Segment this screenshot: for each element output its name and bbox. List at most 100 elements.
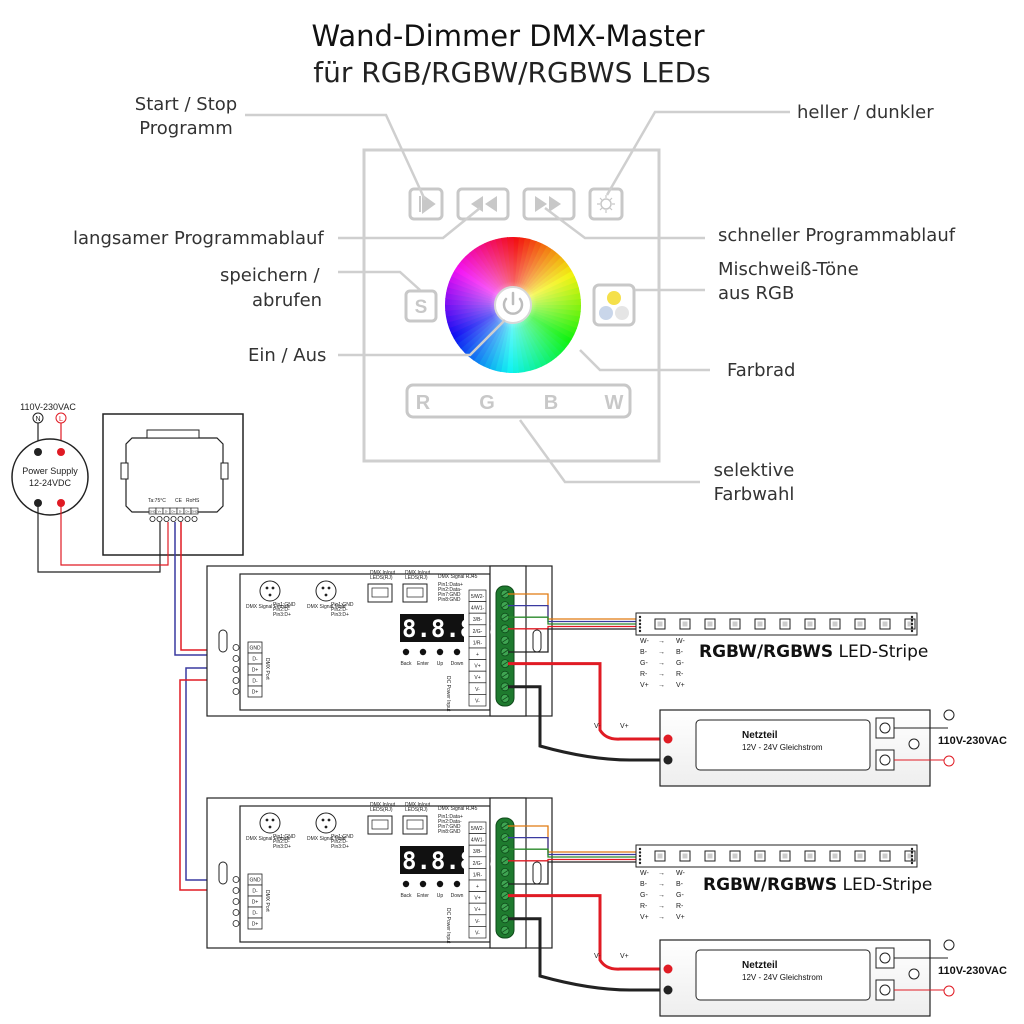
- screw-slot: [501, 638, 509, 643]
- b-button[interactable]: B: [544, 392, 558, 414]
- dmx-terminal-label: D+: [252, 690, 259, 696]
- strip-pin-right: G-: [676, 892, 684, 899]
- rewind-button[interactable]: [456, 187, 510, 221]
- g-button[interactable]: G: [479, 392, 495, 414]
- strip-wire: [508, 861, 636, 885]
- rj45-title: DMX In/out: [405, 570, 431, 576]
- pinout-label: Pin3:D+: [331, 844, 349, 850]
- dmx-port-label: DMX Port: [264, 658, 270, 680]
- screw-slot: [501, 881, 509, 887]
- color-wheel[interactable]: [445, 237, 581, 373]
- dimmer-screw: [149, 516, 156, 523]
- led-strip-2: W-→W-B-→B-G-→G-R-→R-V+→V+: [635, 844, 918, 921]
- dimmer-terminal-box: [190, 507, 199, 515]
- strip-pin-right: W-: [676, 870, 685, 877]
- out-terminal-label: V-: [475, 698, 480, 704]
- rj45-inner: [406, 819, 424, 830]
- label-save-1: speichern /: [220, 265, 320, 286]
- xlr-pin: [321, 818, 325, 822]
- rj45-subtitle: LEDS(RJ): [405, 807, 428, 813]
- decoder-button-label: Up: [437, 893, 444, 899]
- strip-pad: [638, 851, 642, 854]
- play-button[interactable]: [408, 187, 444, 221]
- l-terminal-icon: [943, 985, 955, 997]
- strip-pad: [638, 622, 642, 626]
- dmx-terminal-label: D+: [252, 922, 259, 928]
- dmx-terminal-label: D-: [252, 679, 258, 685]
- rj45-pinout: Pin2:Data-: [438, 587, 462, 593]
- dmx-terminal-label: GND: [249, 646, 261, 652]
- label-select-2: Farbwahl: [714, 484, 795, 505]
- screw-slot: [501, 916, 509, 922]
- n-terminal-icon: [943, 939, 955, 951]
- out-terminal-label: V+: [474, 675, 480, 681]
- decoder-button-label: Down: [451, 893, 464, 899]
- strip-pin-right: R-: [676, 671, 684, 678]
- out-terminal-label: +: [476, 884, 479, 890]
- dimmer-terminal-label: D+: [172, 510, 176, 514]
- pinout-label: Pin2:D-: [273, 607, 290, 613]
- out-terminal-label: 3/B-: [473, 849, 483, 855]
- screw-slot: [501, 823, 509, 829]
- strip-wire: [508, 628, 636, 653]
- brightness-button[interactable]: [588, 187, 624, 221]
- out-terminal-label: 3/B-: [473, 617, 483, 623]
- dimmer-rohs: RoHS: [186, 498, 200, 504]
- w-button[interactable]: W: [605, 392, 624, 414]
- l-terminal-icon: [943, 755, 955, 767]
- led-chip-core: [707, 621, 713, 627]
- dimmer-terminal-label: V+: [158, 510, 162, 514]
- strip-pad: [910, 858, 914, 861]
- strip-pad: [638, 854, 642, 858]
- screw-slot: [501, 649, 509, 655]
- strip-pin-left: V+: [640, 682, 649, 689]
- strip-pad: [638, 615, 642, 619]
- decoder-button-label: Enter: [417, 893, 429, 899]
- callout-lines: [245, 110, 790, 484]
- led-chip-core: [907, 621, 913, 627]
- decoder-button-back: [402, 880, 410, 888]
- arrow-icon: →: [658, 649, 665, 656]
- rj45-title: DMX In/out: [370, 802, 396, 808]
- dmx-screw: [232, 655, 240, 662]
- strip-pin-left: R-: [640, 671, 648, 678]
- decoder-button-label: Back: [400, 893, 412, 899]
- psu-vplus: V+: [620, 723, 629, 730]
- strip-pad: [910, 626, 914, 629]
- strip-pad: [638, 619, 642, 622]
- psu-vplus: V+: [620, 953, 629, 960]
- rgbw-button-bar[interactable]: R G B W: [405, 383, 632, 419]
- psu-desc: 12V - 24V Gleichstrom: [742, 743, 823, 752]
- r-button[interactable]: R: [416, 392, 431, 414]
- mix-white-button[interactable]: [592, 283, 636, 327]
- out-terminal-label: V+: [474, 664, 480, 670]
- save-button[interactable]: S: [404, 289, 438, 323]
- dmx-port-label: DMX Port: [264, 890, 270, 912]
- dmx-male-label: DMX Signal Male: [307, 604, 346, 610]
- rj45-inner: [371, 819, 389, 830]
- strip-body: [635, 844, 918, 868]
- strip-pad: [910, 615, 914, 619]
- rj45-pinout: Pin2:Data-: [438, 819, 462, 825]
- dmx-terminal-label: GND: [249, 878, 261, 884]
- screw-slot: [501, 603, 509, 608]
- xlr-pin: [327, 586, 331, 590]
- mounting-slot: [532, 629, 542, 653]
- fast-forward-button[interactable]: [522, 187, 576, 221]
- strip-pin-right: B-: [676, 881, 684, 888]
- dmx-screw: [232, 644, 240, 651]
- out-terminal-label: V-: [475, 919, 480, 925]
- rj45-inner: [406, 587, 424, 598]
- dc-power-label: DC Power Input: [445, 676, 451, 712]
- pinout-label: Pin3:D+: [273, 612, 291, 618]
- led-chip-core: [682, 853, 688, 859]
- power-icon[interactable]: [502, 291, 524, 315]
- psu-input-voltage: 110V-230VAC: [20, 402, 76, 412]
- out-terminal-box: [468, 926, 487, 939]
- pinout-label: Pin2:D-: [331, 839, 348, 845]
- label-save-2: abrufen: [252, 290, 322, 311]
- ground-icon: [908, 738, 920, 750]
- psu-ac-voltage: 110V-230VAC: [938, 965, 1007, 977]
